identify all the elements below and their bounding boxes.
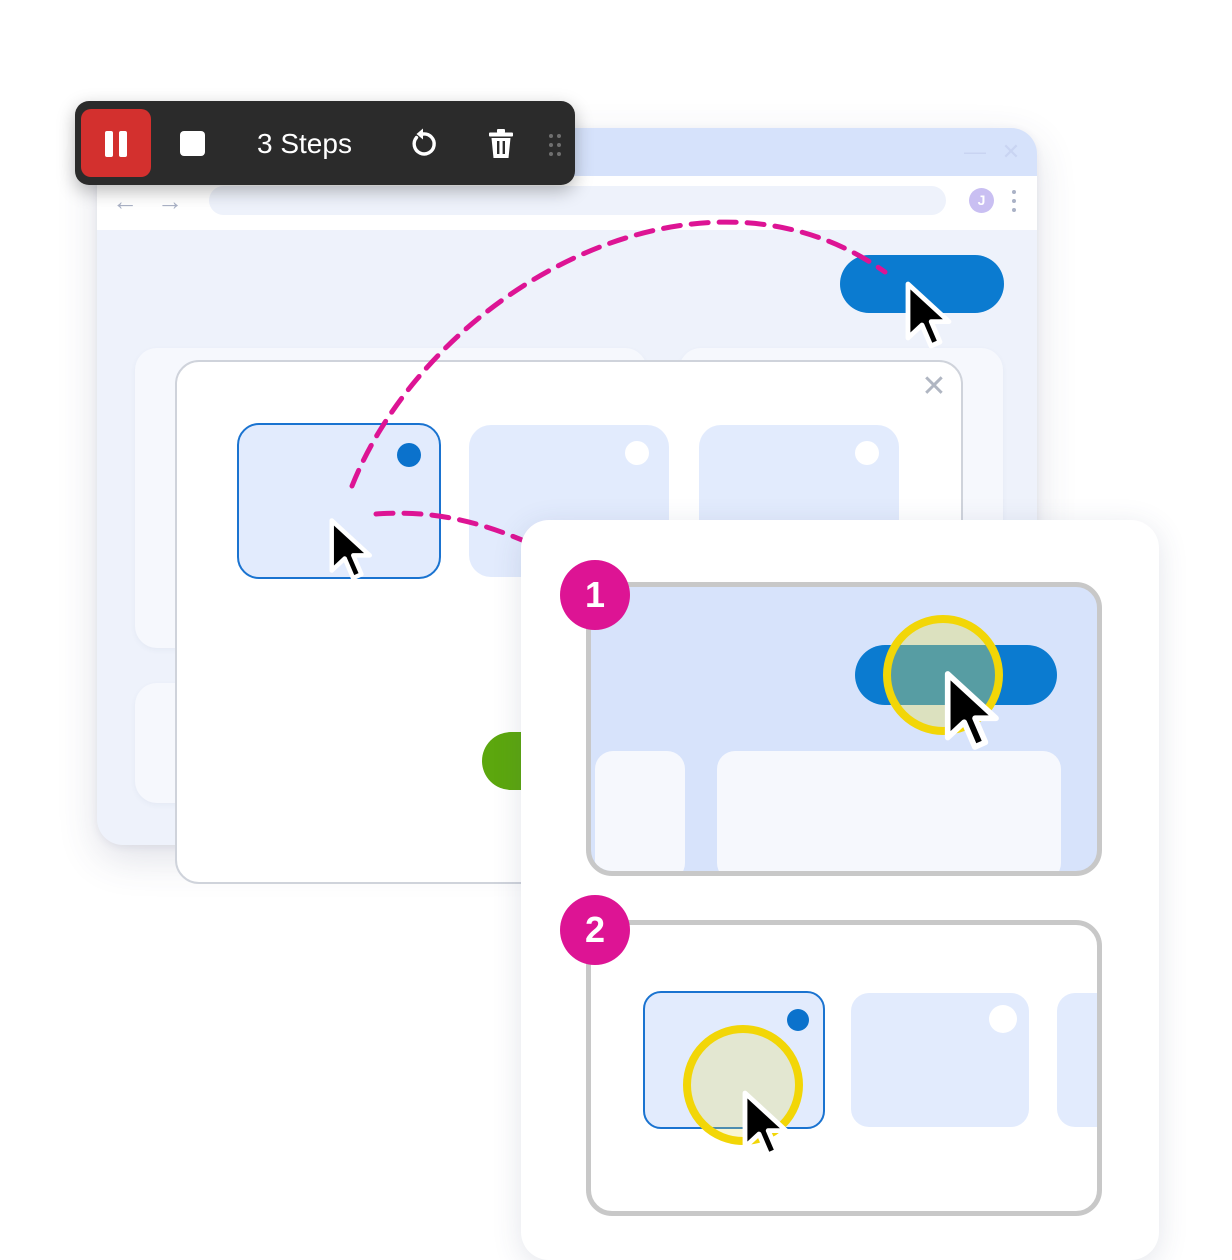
pause-icon [105, 131, 113, 157]
window-close-icon[interactable]: ✕ [1001, 139, 1021, 164]
dialog-close-icon[interactable]: ✕ [921, 370, 947, 403]
pause-button[interactable] [81, 109, 151, 177]
unselected-indicator-icon [989, 1005, 1017, 1033]
back-arrow-icon[interactable]: ← [112, 186, 138, 216]
selected-indicator-icon [787, 1009, 809, 1031]
drag-handle-icon[interactable] [549, 134, 561, 156]
snapshot-card [595, 751, 685, 871]
snapshot-card [717, 751, 1061, 871]
minimize-icon[interactable]: — [964, 139, 986, 164]
cursor-arrow-icon [944, 671, 999, 750]
stop-icon[interactable] [180, 131, 205, 156]
more-options-icon[interactable] [1007, 188, 1021, 214]
step-1-screenshot[interactable] [586, 582, 1102, 876]
selected-indicator-icon [397, 443, 421, 467]
forward-arrow-icon[interactable]: → [157, 186, 183, 216]
profile-avatar[interactable]: J [969, 188, 994, 213]
trash-icon[interactable] [486, 128, 516, 160]
step-2-screenshot[interactable] [586, 920, 1102, 1216]
step-connector-lines [349, 219, 888, 551]
cursor-arrow-icon [329, 518, 373, 581]
step-number-badge: 2 [560, 895, 630, 965]
step-count-label: 3 Steps [257, 128, 352, 159]
restart-icon[interactable] [407, 127, 439, 159]
address-bar[interactable] [209, 186, 946, 215]
connector-step-2 [373, 510, 543, 551]
snapshot-tile [851, 993, 1029, 1127]
connector-step-1 [349, 219, 888, 489]
recorder-toolbar: 3 Steps [75, 101, 575, 185]
cursor-arrow-icon [905, 281, 952, 349]
unselected-indicator-icon [855, 441, 879, 465]
pause-icon [119, 131, 127, 157]
recorded-steps-panel: 1 2 [521, 520, 1159, 1260]
step-number-badge: 1 [560, 560, 630, 630]
snapshot-tile [1057, 993, 1097, 1127]
cursor-arrow-icon [742, 1090, 789, 1158]
unselected-indicator-icon [625, 441, 649, 465]
